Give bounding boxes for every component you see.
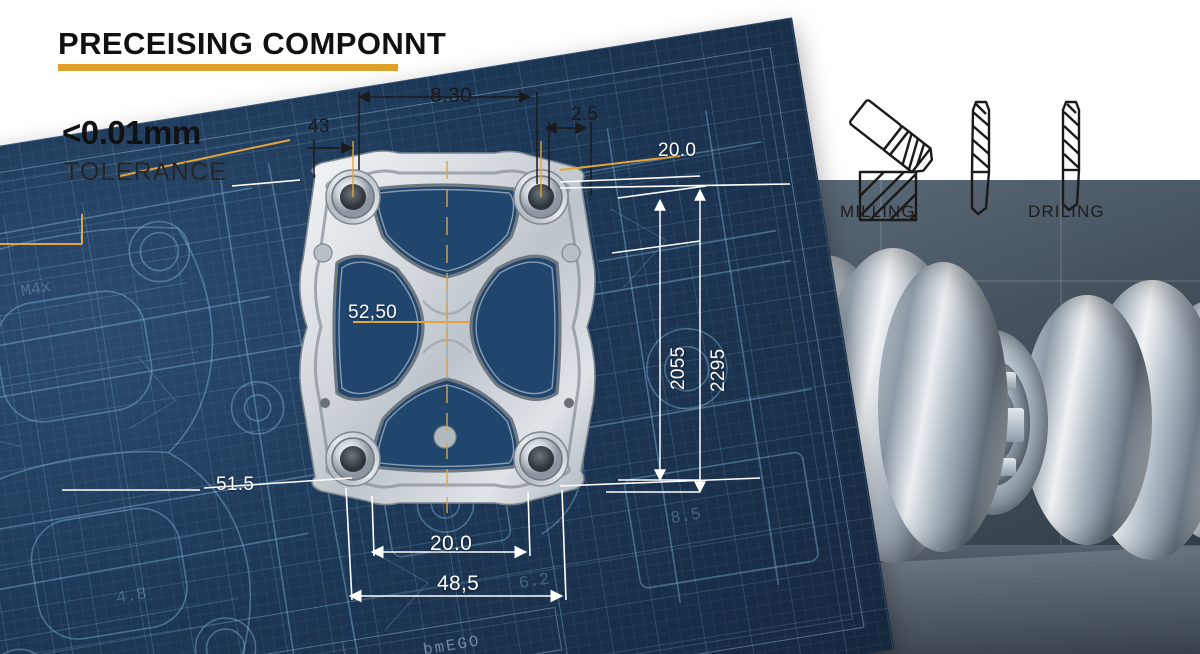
- tool-icon-group: MILLING DRILING: [826, 96, 1126, 222]
- drill-bit-icon: [1061, 100, 1081, 212]
- page-title: PRECEISING COMPONNT: [58, 26, 447, 61]
- tolerance-label: TOLERANCE: [64, 158, 228, 186]
- chuck-jaw: [1006, 408, 1024, 442]
- milling-cutter-icon: [849, 99, 934, 174]
- milling-label: MILLING: [840, 202, 916, 221]
- svg-text:4.8: 4.8: [115, 585, 148, 609]
- tool-icons-svg: [849, 99, 1081, 222]
- part-geometry: [299, 141, 596, 513]
- tolerance-value: <0.01mm: [62, 114, 201, 151]
- bolt-hole-group: [325, 169, 569, 487]
- chuck-cylinder-inner: [878, 262, 1008, 552]
- svg-text:8.5: 8.5: [669, 505, 702, 529]
- milling-block-icon: [858, 170, 918, 222]
- end-mill-icon: [970, 100, 991, 216]
- svg-text:6.2: 6.2: [518, 571, 551, 595]
- machined-part: [263, 141, 631, 513]
- title-underline: [58, 64, 398, 71]
- cnc-machine-scene: [760, 0, 1200, 654]
- drilling-label: DRILING: [1028, 202, 1105, 221]
- panel-line: [760, 280, 1200, 282]
- svg-text:M4x: M4x: [19, 278, 52, 302]
